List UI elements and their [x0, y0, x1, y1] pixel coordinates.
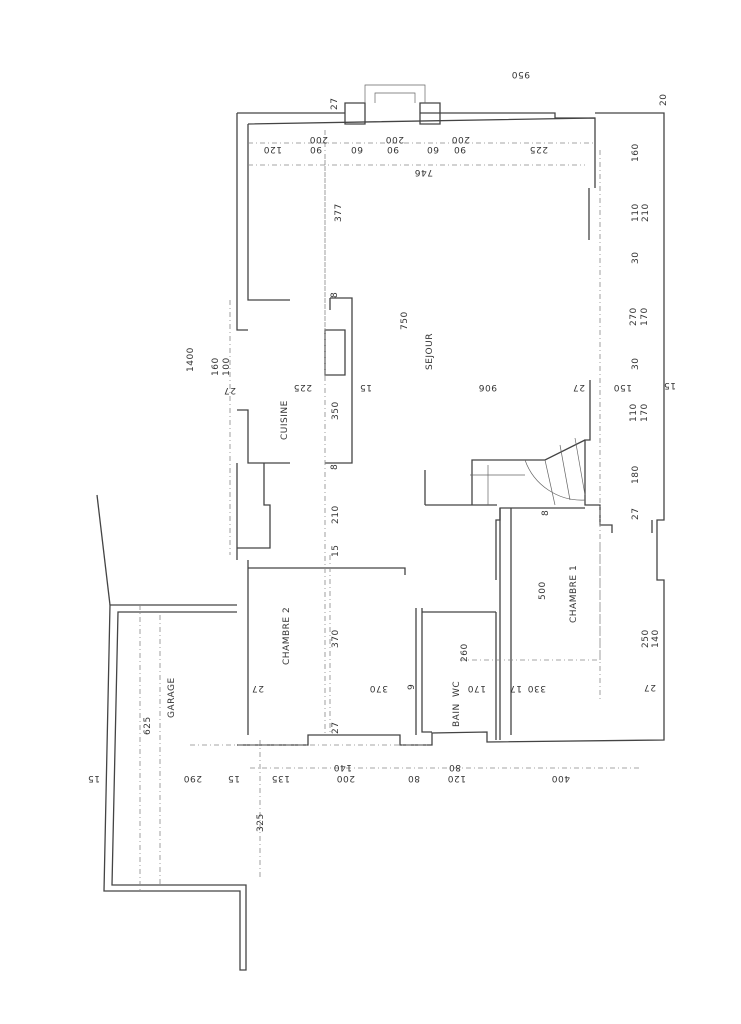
- dimension-label: 350: [331, 401, 341, 420]
- dimension-label: 8: [541, 510, 551, 516]
- dimension-label: 110: [629, 403, 639, 422]
- dimension-label: 60: [427, 144, 439, 154]
- room-labels: SEJOUR CUISINE CHAMBRE 1 CHAMBRE 2 GARAG…: [167, 333, 579, 727]
- dimension-label: 30: [631, 252, 641, 264]
- dimension-label: 15: [88, 773, 100, 783]
- dimension-label: 9: [407, 684, 417, 690]
- dimension-label: 1400: [186, 347, 196, 372]
- dimension-label: 30: [631, 358, 641, 370]
- dimension-label: 906: [478, 382, 497, 392]
- dimension-label: 27: [644, 682, 656, 692]
- dimension-label: 90: [387, 144, 399, 154]
- dimension-label: 20: [659, 94, 669, 106]
- dimension-label: 400: [551, 773, 570, 783]
- room-label-garage: GARAGE: [167, 677, 177, 718]
- room-label-chambre-1: CHAMBRE 1: [569, 565, 579, 623]
- dimension-label: 746: [414, 167, 433, 177]
- dimension-label: 330: [527, 683, 546, 693]
- dimension-label: 80: [408, 773, 420, 783]
- room-label-cuisine: CUISINE: [280, 400, 290, 440]
- dimension-label: 15: [664, 380, 676, 390]
- dimension-label: 140: [651, 629, 661, 648]
- dimension-label: 8: [330, 292, 340, 298]
- dimension-label: 225: [529, 144, 548, 154]
- dimension-label: 200: [451, 134, 470, 144]
- dimension-label: 260: [460, 643, 470, 662]
- dimension-label: 100: [222, 357, 232, 376]
- dimension-label: 27: [330, 98, 340, 110]
- dimension-label: 90: [454, 144, 466, 154]
- dimension-lines: [139, 130, 640, 890]
- dimension-label: 370: [331, 629, 341, 648]
- dimension-label: 377: [334, 203, 344, 222]
- dimension-label: 27: [224, 385, 236, 395]
- dimension-label: 200: [385, 134, 404, 144]
- dimension-label: 15: [360, 382, 372, 392]
- dimension-label: 60: [351, 144, 363, 154]
- dimension-label: 27: [573, 382, 585, 392]
- dimension-label: 27: [252, 683, 264, 693]
- dimension-label: 120: [263, 144, 282, 154]
- walls: [96, 84, 665, 971]
- room-label-sejour: SEJOUR: [425, 333, 435, 370]
- dimension-labels: 950 120 200 90 60 200 90 60 200 90 225 7…: [88, 69, 676, 832]
- dimension-label: 160: [211, 357, 221, 376]
- dimension-label: 210: [641, 203, 651, 222]
- dimension-label: 90: [310, 144, 322, 154]
- dimension-label: 150: [613, 382, 632, 392]
- dimension-label: 140: [333, 762, 352, 772]
- room-label-bain: BAIN: [452, 703, 462, 727]
- dimension-label: 325: [256, 813, 266, 832]
- dimension-label: 950: [511, 69, 530, 79]
- dimension-label: 17: [510, 683, 522, 693]
- dimension-label: 750: [400, 311, 410, 330]
- dimension-label: 80: [449, 762, 461, 772]
- room-label-chambre-2: CHAMBRE 2: [282, 607, 292, 665]
- dimension-label: 500: [538, 581, 548, 600]
- dimension-label: 200: [336, 773, 355, 783]
- dimension-label: 210: [331, 505, 341, 524]
- dimension-label: 250: [641, 629, 651, 648]
- dimension-label: 170: [640, 403, 650, 422]
- dimension-label: 120: [447, 773, 466, 783]
- dimension-label: 27: [331, 722, 341, 734]
- dimension-label: 170: [467, 683, 486, 693]
- dimension-label: 27: [631, 508, 641, 520]
- dimension-label: 160: [631, 143, 641, 162]
- dimension-label: 15: [228, 773, 240, 783]
- dimension-label: 225: [293, 382, 312, 392]
- dimension-label: 8: [330, 464, 340, 470]
- dimension-label: 270: [629, 307, 639, 326]
- dimension-label: 370: [369, 683, 388, 693]
- stair: [470, 437, 586, 506]
- dimension-label: 110: [631, 203, 641, 222]
- dimension-label: 15: [331, 545, 341, 557]
- dimension-label: 180: [631, 465, 641, 484]
- room-label-wc: WC: [452, 681, 462, 697]
- dimension-label: 135: [271, 773, 290, 783]
- dimension-label: 290: [183, 773, 202, 783]
- dimension-label: 625: [143, 716, 153, 735]
- dimension-label: 170: [640, 307, 650, 326]
- dimension-label: 200: [309, 134, 328, 144]
